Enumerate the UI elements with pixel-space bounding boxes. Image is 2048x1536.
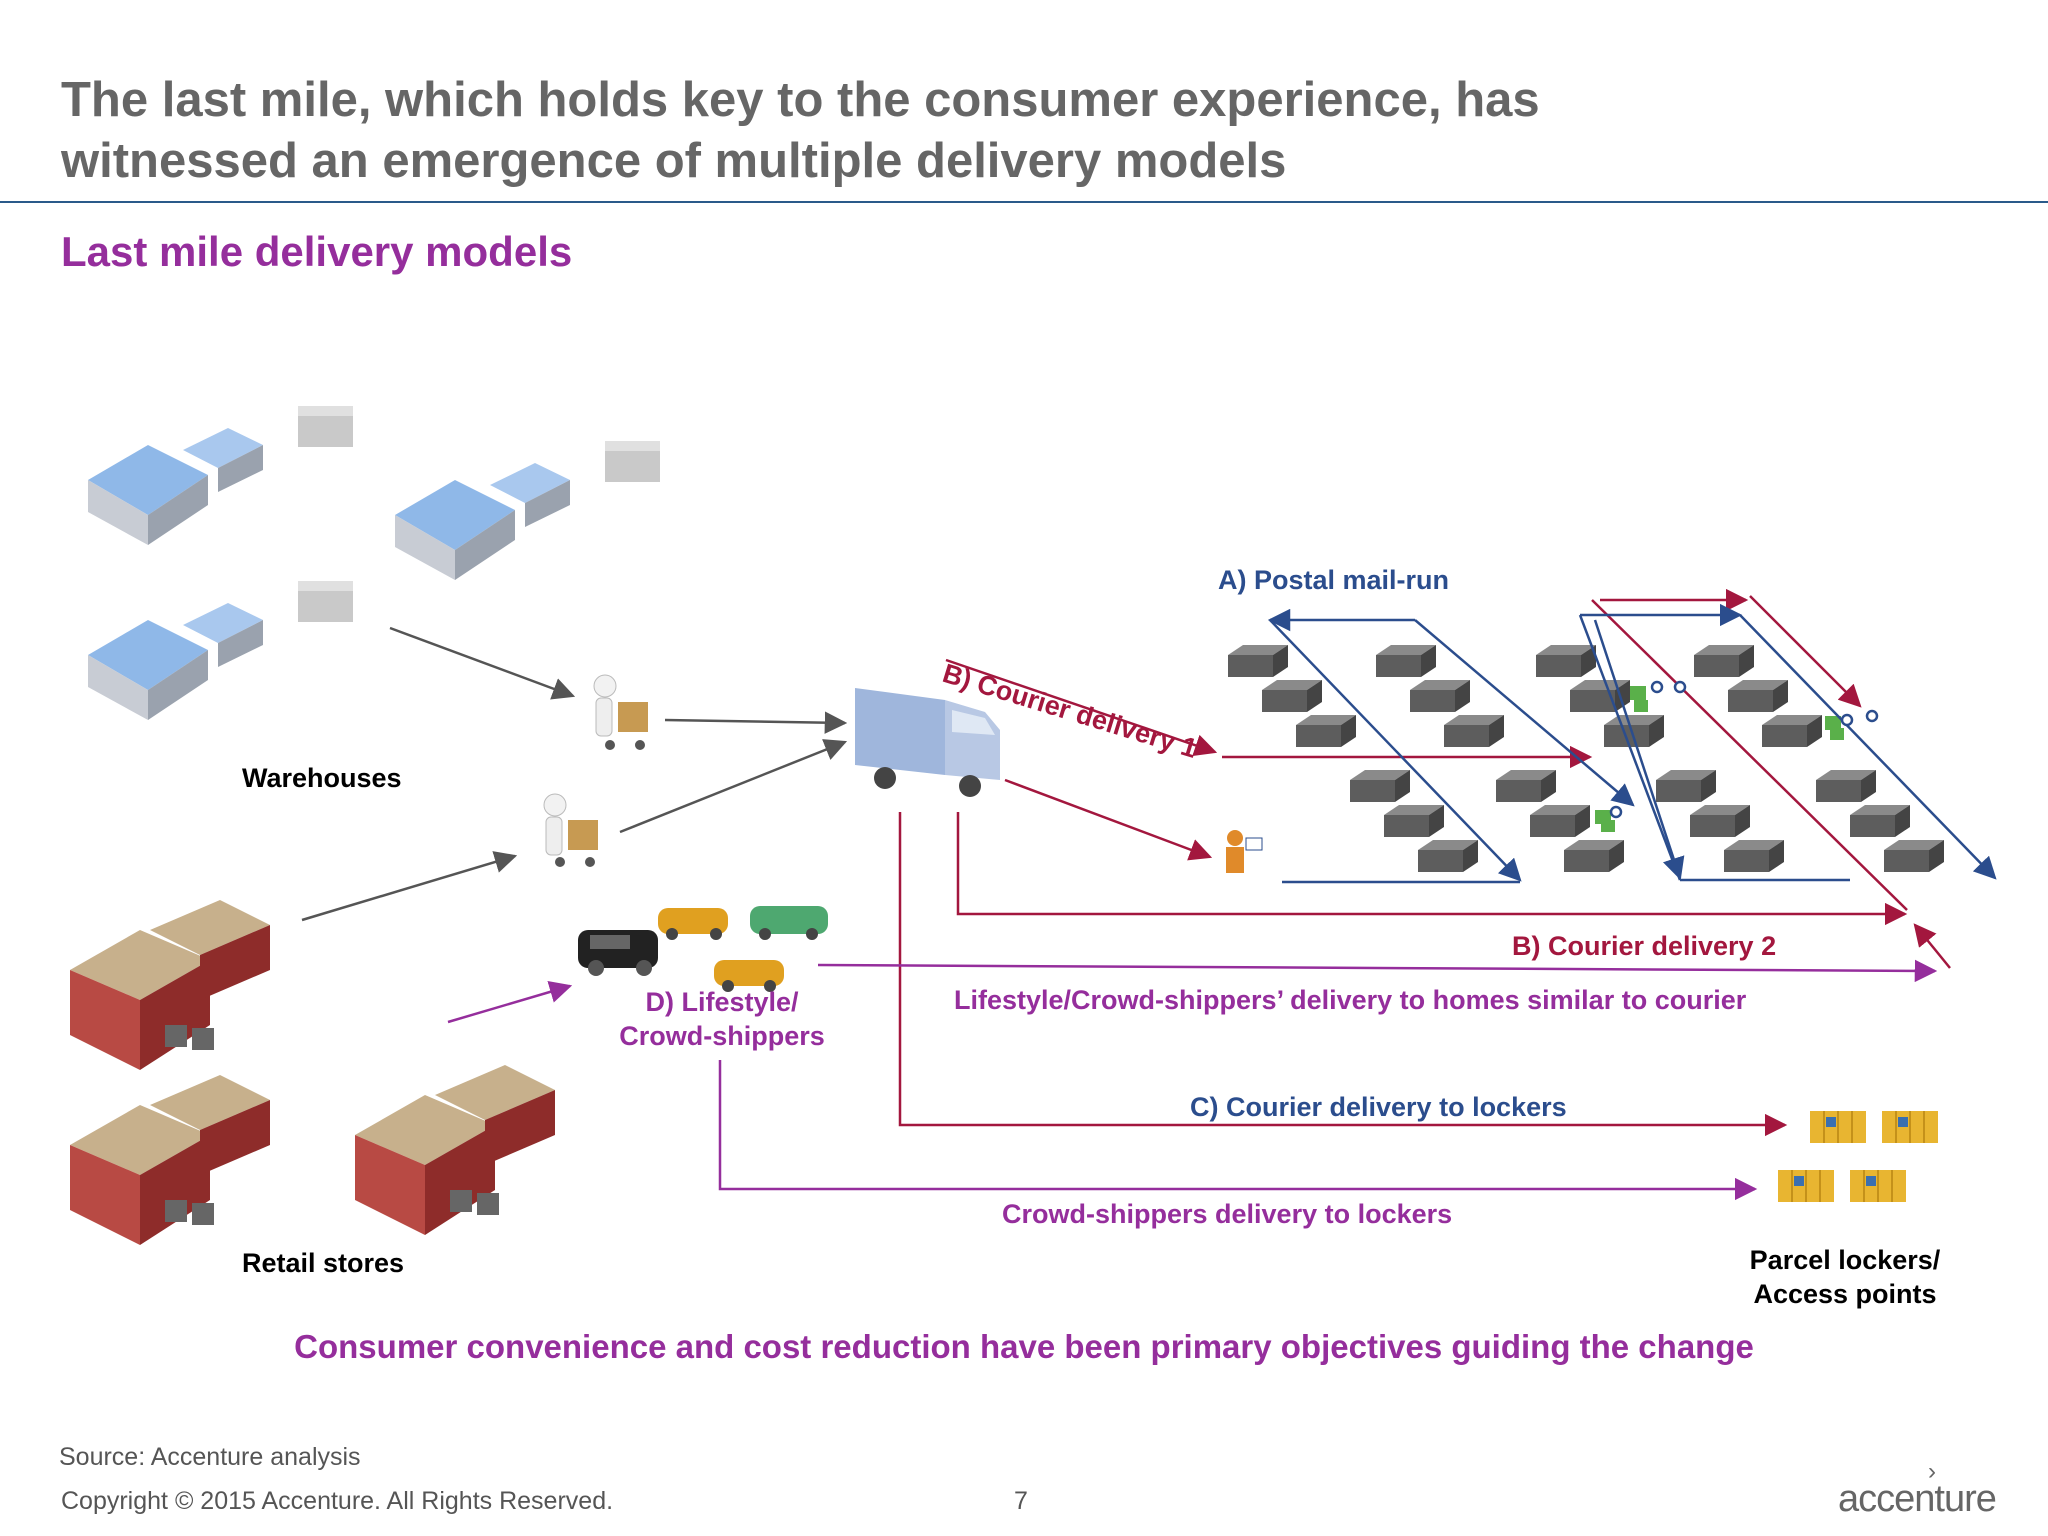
crowd-shippers-label-line1: D) Lifestyle/ — [645, 987, 799, 1017]
crowd-shipper-arrows — [447, 959, 1938, 1201]
courier-delivery-2-label: B) Courier delivery 2 — [1512, 931, 1777, 961]
porter-icon — [543, 793, 598, 867]
warehouse-icon — [88, 581, 353, 720]
porter-icon — [593, 674, 648, 750]
postal-mail-run-label: A) Postal mail-run — [1218, 565, 1450, 595]
courier-lockers-label: C) Courier delivery to lockers — [1190, 1092, 1567, 1122]
warehouse-icon — [395, 441, 660, 580]
section-heading: Last mile delivery models — [61, 228, 573, 275]
postman-icon — [1226, 830, 1263, 873]
parcel-lockers-label: Parcel lockers/ Access points — [1700, 1243, 1990, 1311]
taxi-icon — [714, 960, 784, 992]
retail-stores-label: Retail stores — [242, 1248, 405, 1278]
retail-store-icon — [355, 1065, 555, 1235]
crowd-homes-label: Lifestyle/Crowd-shippers’ delivery to ho… — [954, 985, 1747, 1015]
courier-arrows — [898, 588, 1951, 1137]
title-divider — [0, 201, 2048, 203]
retail-store-icon — [70, 900, 270, 1070]
taxi-icon — [750, 906, 828, 940]
parcel-lockers-label-line1: Parcel lockers/ — [1749, 1245, 1941, 1275]
source-note: Source: Accenture analysis — [59, 1443, 361, 1471]
parcel-icon — [1595, 686, 1844, 832]
warehouses-label: Warehouses — [242, 763, 402, 793]
accenture-logo: accenture — [1838, 1478, 1997, 1520]
van-icon — [578, 930, 658, 976]
page-title: The last mile, which holds key to the co… — [61, 73, 1540, 188]
parcel-locker-icon — [1777, 1110, 1939, 1203]
page-number: 7 — [1014, 1487, 1028, 1515]
taxi-icon — [658, 908, 728, 940]
copyright: Copyright © 2015 Accenture. All Rights R… — [61, 1487, 614, 1515]
crowd-shippers-label-line2: Crowd-shippers — [619, 1021, 825, 1051]
flow-arrows-gray — [301, 626, 848, 922]
key-takeaway: Consumer convenience and cost reduction … — [294, 1328, 1754, 1365]
logo-chevron-icon: › — [1928, 1458, 1936, 1485]
crowd-lockers-label: Crowd-shippers delivery to lockers — [1002, 1199, 1453, 1229]
crowd-shippers-label: D) Lifestyle/ Crowd-shippers — [614, 985, 830, 1053]
retail-store-icon — [70, 1075, 270, 1245]
houses-grid — [1228, 645, 1944, 872]
parcel-lockers-label-line2: Access points — [1753, 1279, 1937, 1309]
warehouse-icon — [88, 406, 353, 545]
delivery-truck-icon — [855, 688, 1000, 797]
postal-arrows — [1267, 603, 1997, 884]
